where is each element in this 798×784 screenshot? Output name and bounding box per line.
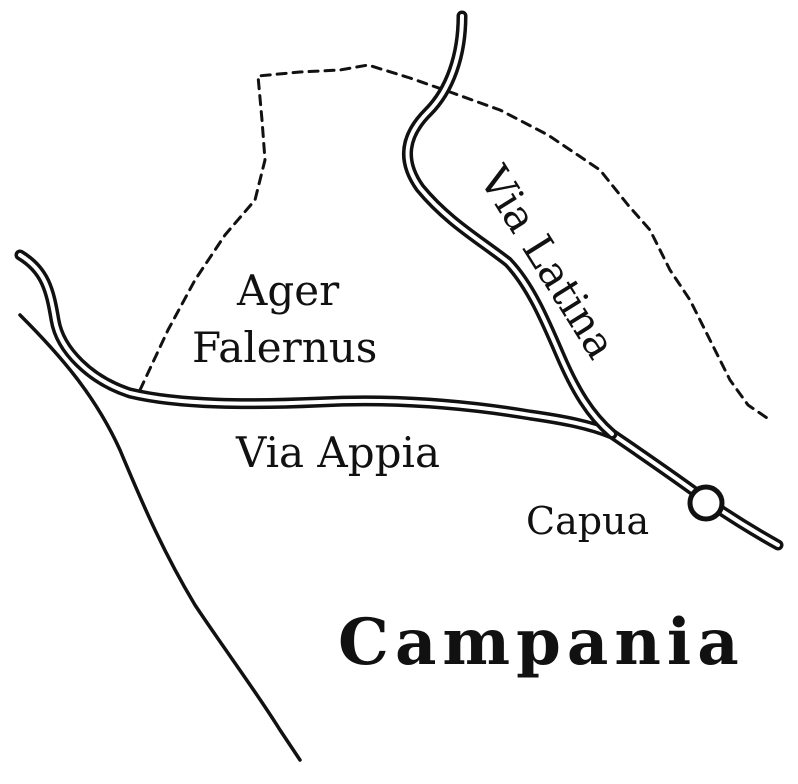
capua-marker [687,484,725,522]
label-falernus: Falernus [192,323,377,372]
label-campania: Campania [338,605,745,680]
ager-falernus-boundary [138,63,772,422]
label-capua: Capua [526,499,649,543]
label-ager: Ager [236,266,340,315]
via-appia-road [14,249,784,551]
label-via-appia: Via Appia [235,428,440,477]
via-latina-road [402,10,618,440]
river [18,313,302,762]
